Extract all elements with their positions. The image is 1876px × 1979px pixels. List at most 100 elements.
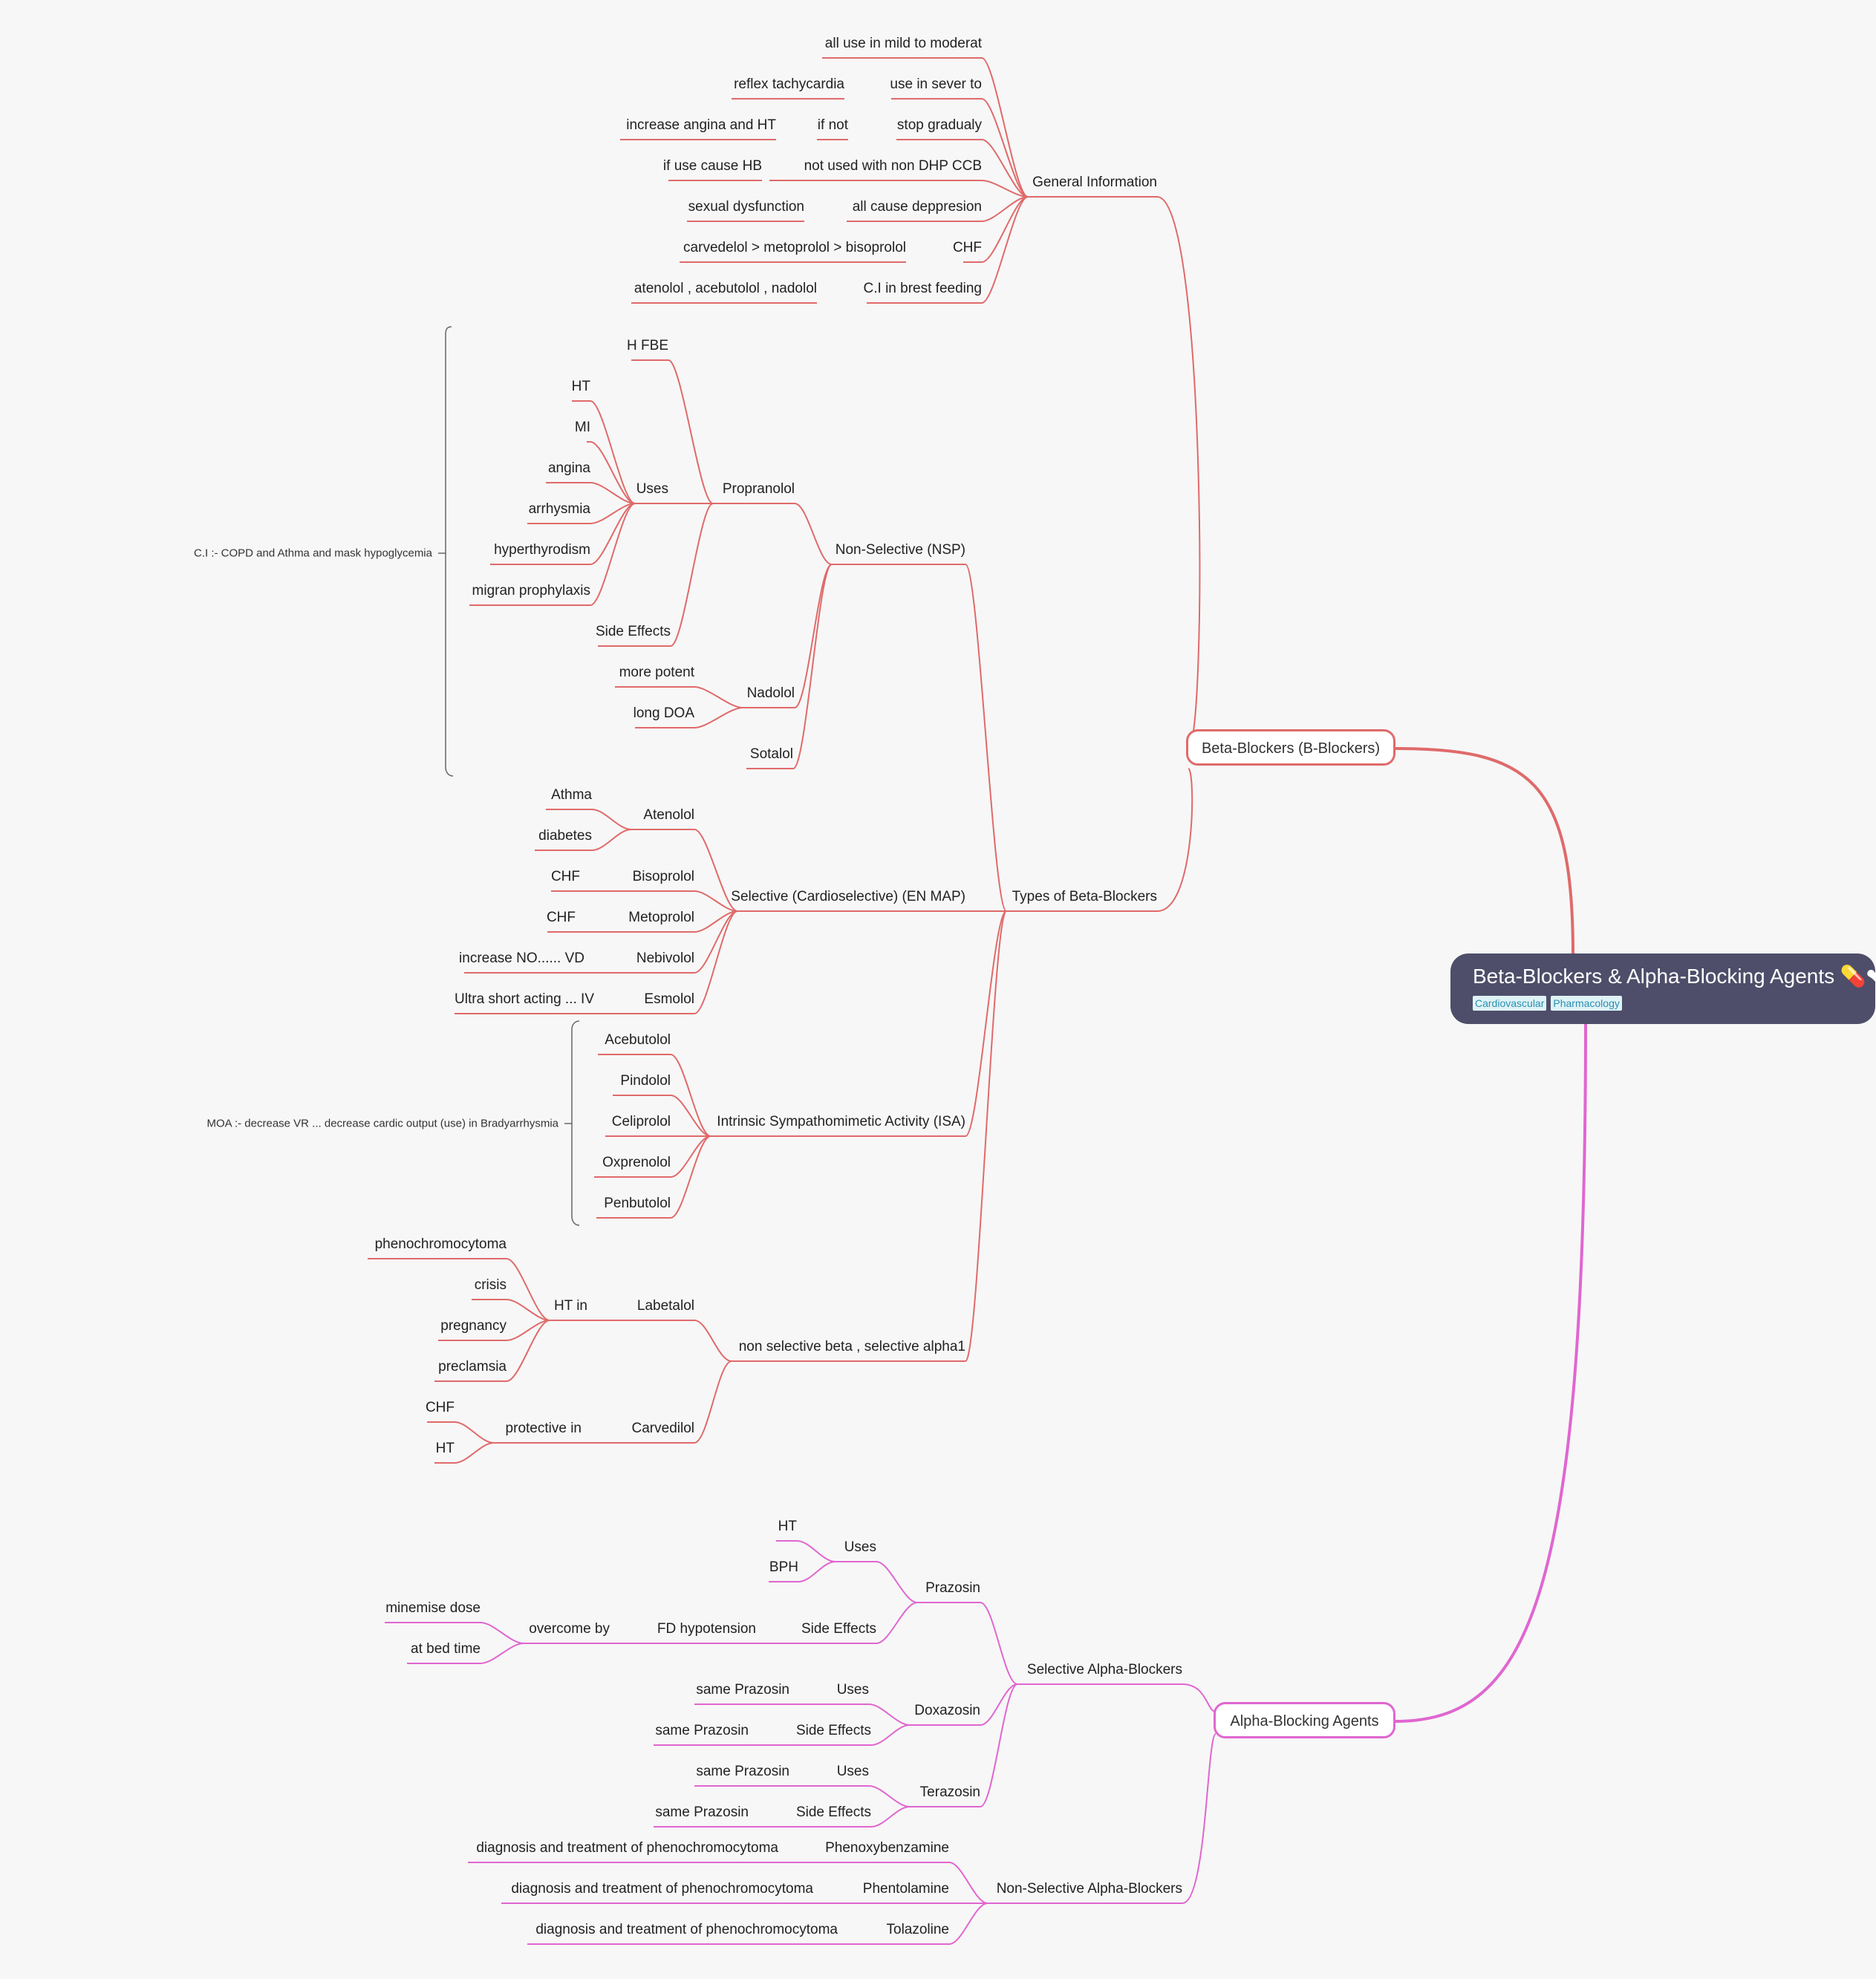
info-item[interactable]: stop gradualy [896, 117, 982, 133]
propranolol-side-effects[interactable]: Side Effects [595, 624, 671, 639]
selective-detail[interactable]: CHF [550, 869, 580, 884]
info-detail[interactable]: increase angina and HT [626, 117, 776, 133]
use-item[interactable]: HT [571, 379, 590, 394]
info-item[interactable]: not used with non DHP CCB [804, 158, 982, 174]
info-item[interactable]: all cause deppresion [852, 199, 982, 215]
info-detail[interactable]: reflex tachycardia [734, 76, 844, 92]
info-detail[interactable]: if use cause HB [662, 158, 762, 174]
topic-beta-blockers[interactable]: Beta-Blockers (B-Blockers) [1186, 729, 1395, 766]
connector [694, 910, 738, 1014]
doxazosin-side-effects[interactable]: Side Effects [795, 1723, 871, 1738]
overcome-item[interactable]: minemise dose [385, 1600, 481, 1616]
carvedilol[interactable]: Carvedilol [631, 1421, 694, 1436]
info-item[interactable]: CHF [952, 240, 982, 255]
isa-drug[interactable]: Penbutolol [604, 1196, 671, 1211]
connector [454, 1442, 495, 1464]
connector [876, 1561, 918, 1603]
selective-drug[interactable]: Metoprolol [628, 910, 694, 925]
labetalol-item[interactable]: pregnancy [440, 1318, 507, 1334]
prazosin[interactable]: Prazosin [925, 1580, 980, 1596]
root-tags: Cardiovascular Pharmacology [1473, 996, 1875, 1011]
propranolol-uses[interactable]: Uses [636, 481, 668, 497]
info-item[interactable]: all use in mild to moderat [824, 36, 982, 51]
selective-detail[interactable]: increase NO...... VD [459, 951, 584, 966]
non-selective-alpha-drug[interactable]: Phentolamine [862, 1881, 949, 1897]
selective-drug[interactable]: Nebivolol [636, 951, 694, 966]
use-item[interactable]: MI [574, 420, 590, 435]
topic-alpha-blocking-agents[interactable]: Alpha-Blocking Agents [1214, 1702, 1395, 1738]
non-selective-alpha-use[interactable]: diagnosis and treatment of phenochromocy… [511, 1881, 813, 1897]
atenolol-item[interactable]: diabetes [538, 828, 592, 844]
doxazosin-uses-detail[interactable]: same Prazosin [696, 1682, 789, 1698]
atenolol-item[interactable]: Athma [551, 787, 592, 803]
non-selective-alpha-blockers[interactable]: Non-Selective Alpha-Blockers [996, 1881, 1182, 1897]
use-item[interactable]: migran prophylaxis [472, 583, 590, 599]
isa-drug[interactable]: Acebutolol [605, 1032, 671, 1048]
isa-drug[interactable]: Celiprolol [611, 1114, 671, 1129]
tag-pharmacology[interactable]: Pharmacology [1551, 996, 1622, 1011]
terazosin-side-effects[interactable]: Side Effects [795, 1804, 871, 1820]
overcome-item[interactable]: at bed time [411, 1641, 481, 1657]
nsp-contraindication-note[interactable]: C.I :- COPD and Athma and mask hypoglyce… [194, 547, 432, 560]
doxazosin-uses[interactable]: Uses [836, 1682, 869, 1698]
non-selective-alpha-drug[interactable]: Tolazoline [886, 1922, 950, 1937]
selective-alpha-blockers[interactable]: Selective Alpha-Blockers [1026, 1662, 1182, 1678]
isa-drug[interactable]: Oxprenolol [602, 1155, 671, 1170]
labetalol[interactable]: Labetalol [636, 1298, 694, 1314]
carvedilol-item[interactable]: CHF [425, 1400, 455, 1415]
atenolol[interactable]: Atenolol [643, 807, 694, 823]
info-detail[interactable]: atenolol , acebutolol , nadolol [634, 281, 817, 296]
non-selective-alpha-use[interactable]: diagnosis and treatment of phenochromocy… [535, 1922, 838, 1937]
general-information[interactable]: General Information [1032, 175, 1157, 190]
labetalol-item[interactable]: preclamsia [438, 1359, 507, 1375]
sotalol[interactable]: Sotalol [749, 746, 793, 762]
selective-drug[interactable]: Esmolol [644, 991, 694, 1007]
overcome-by[interactable]: overcome by [529, 1621, 610, 1637]
info-item[interactable]: use in sever to [890, 76, 982, 92]
prazosin-side-effects[interactable]: Side Effects [801, 1621, 876, 1637]
terazosin[interactable]: Terazosin [919, 1784, 980, 1800]
carvedilol-item[interactable]: HT [435, 1441, 455, 1456]
prazosin-uses[interactable]: Uses [844, 1539, 876, 1555]
doxazosin-side-effects-detail[interactable]: same Prazosin [655, 1723, 749, 1738]
non-selective-nsp[interactable]: Non-Selective (NSP) [835, 542, 965, 558]
info-detail[interactable]: sexual dysfunction [688, 199, 804, 215]
h-fbe[interactable]: H FBE [627, 338, 668, 353]
protective-in[interactable]: protective in [505, 1421, 582, 1436]
fd-hypotension[interactable]: FD hypotension [657, 1621, 756, 1637]
nadolol[interactable]: Nadolol [746, 685, 795, 701]
prazosin-use[interactable]: BPH [769, 1559, 798, 1575]
isa-moa-note[interactable]: MOA :- decrease VR ... decrease cardic o… [206, 1117, 558, 1130]
types-of-beta-blockers[interactable]: Types of Beta-Blockers [1012, 889, 1157, 904]
non-selective-beta-selective-alpha1[interactable]: non selective beta , selective alpha1 [738, 1339, 965, 1354]
terazosin-side-effects-detail[interactable]: same Prazosin [655, 1804, 749, 1820]
root-topic[interactable]: Beta-Blockers & Alpha-Blocking Agents 💊❤… [1450, 953, 1876, 1024]
selective-drug[interactable]: Bisoprolol [632, 869, 694, 884]
connector [1156, 196, 1201, 749]
tag-cardiovascular[interactable]: Cardiovascular [1473, 996, 1547, 1011]
non-selective-alpha-use[interactable]: diagnosis and treatment of phenochromocy… [476, 1840, 778, 1856]
use-item[interactable]: hyperthyrodism [494, 542, 590, 558]
selective-cardioselective[interactable]: Selective (Cardioselective) (EN MAP) [731, 889, 965, 904]
doxazosin[interactable]: Doxazosin [914, 1703, 980, 1718]
use-item[interactable]: arrhysmia [528, 501, 590, 517]
prazosin-use[interactable]: HT [778, 1519, 797, 1534]
selective-detail[interactable]: Ultra short acting ... IV [455, 991, 594, 1007]
connector [591, 829, 632, 851]
info-item[interactable]: C.I in brest feeding [863, 281, 982, 296]
propranolol[interactable]: Propranolol [722, 481, 795, 497]
isa-drug[interactable]: Pindolol [620, 1073, 671, 1089]
labetalol-item[interactable]: phenochromocytoma [374, 1236, 507, 1252]
nadolol-item[interactable]: more potent [619, 665, 694, 680]
use-item[interactable]: angina [547, 460, 590, 476]
non-selective-alpha-drug[interactable]: Phenoxybenzamine [825, 1840, 949, 1856]
info-detail[interactable]: carvedelol > metoprolol > bisoprolol [683, 240, 906, 255]
selective-detail[interactable]: CHF [546, 910, 576, 925]
intrinsic-sympathomimetic-activity[interactable]: Intrinsic Sympathomimetic Activity (ISA) [717, 1114, 965, 1129]
nadolol-item[interactable]: long DOA [633, 705, 694, 721]
terazosin-uses[interactable]: Uses [836, 1764, 869, 1779]
terazosin-uses-detail[interactable]: same Prazosin [696, 1764, 789, 1779]
ht-in[interactable]: HT in [553, 1298, 587, 1314]
info-detail[interactable]: if not [817, 117, 848, 133]
labetalol-item[interactable]: crisis [474, 1277, 507, 1293]
